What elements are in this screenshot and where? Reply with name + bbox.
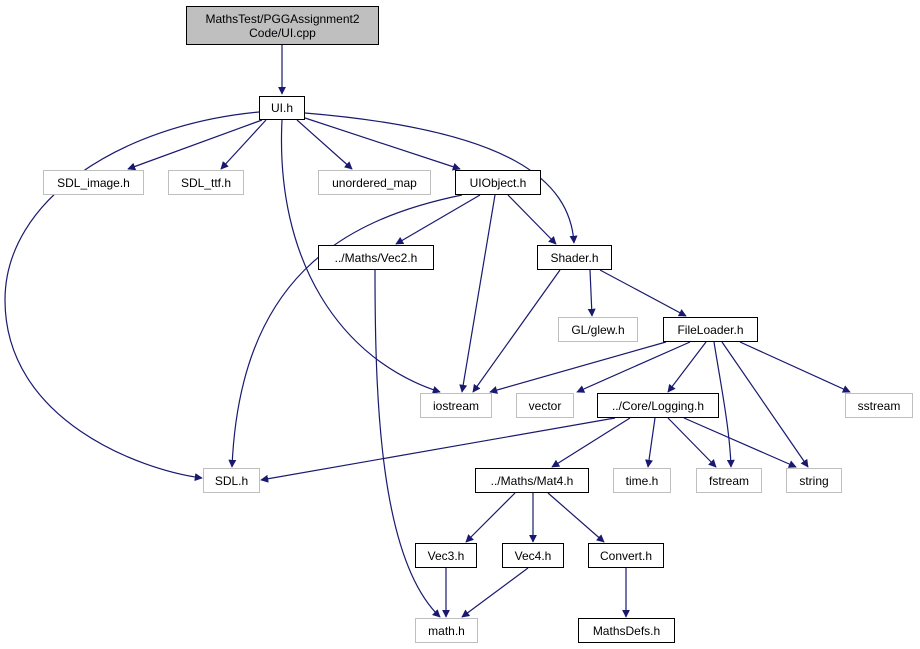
edge-mat4-h-to-vec3-h — [465, 492, 516, 543]
edge-logging-h-to-string — [683, 417, 797, 468]
edge-ui-h-to-sdl-h — [4, 111, 260, 482]
node-ui-h[interactable]: UI.h — [259, 96, 305, 120]
node-sdl-image: SDL_image.h — [43, 170, 144, 195]
edge-vec2-h-to-math-h — [374, 269, 441, 618]
node-sdl-h: SDL.h — [203, 468, 260, 493]
edge-shader-h-to-glew-h — [587, 269, 596, 317]
edge-fileloader-h-to-fstream — [713, 341, 735, 468]
node-vector: vector — [516, 393, 574, 418]
edge-ui-h-to-sdl-image — [127, 119, 263, 171]
edge-logging-h-to-sdl-h — [260, 417, 616, 483]
edge-mat4-h-to-convert-h — [547, 492, 605, 543]
node-sstream: sstream — [845, 393, 913, 418]
node-sdl-ttf: SDL_ttf.h — [168, 170, 244, 195]
edge-ui-h-to-unordered-map — [296, 119, 353, 170]
node-iostream: iostream — [420, 393, 492, 418]
edge-ui-h-to-sdl-ttf — [220, 119, 267, 170]
node-mathsdefs-h[interactable]: MathsDefs.h — [578, 618, 675, 643]
node-fileloader-h[interactable]: FileLoader.h — [663, 317, 758, 342]
edge-fileloader-h-to-iostream — [489, 341, 667, 394]
node-uiobject-h[interactable]: UIObject.h — [455, 170, 541, 195]
node-glew-h: GL/glew.h — [558, 317, 638, 342]
node-mat4-h[interactable]: ../Maths/Mat4.h — [475, 468, 589, 493]
edge-fileloader-h-to-string — [721, 341, 809, 468]
node-time-h: time.h — [613, 468, 671, 493]
edge-uiobject-h-to-shader-h — [507, 194, 557, 245]
node-convert-h[interactable]: Convert.h — [588, 543, 664, 568]
edge-vec4-h-to-math-h — [461, 567, 529, 618]
node-unordered-map: unordered_map — [318, 170, 431, 195]
node-root-file[interactable]: MathsTest/PGGAssignment2 Code/UI.cpp — [186, 6, 379, 45]
edge-ui-h-to-uiobject-h — [304, 117, 461, 171]
node-vec4-h[interactable]: Vec4.h — [502, 543, 564, 568]
edge-shader-h-to-fileloader-h — [599, 269, 687, 317]
root-label-line2: Code/UI.cpp — [249, 25, 316, 40]
node-vec2-h[interactable]: ../Maths/Vec2.h — [318, 245, 434, 270]
edge-uiobject-h-to-sdl-h — [228, 194, 463, 468]
node-math-h: math.h — [415, 618, 478, 643]
edge-fileloader-h-to-sstream — [739, 341, 851, 393]
edge-logging-h-to-mat4-h — [551, 417, 631, 468]
edge-shader-h-to-iostream — [472, 269, 561, 393]
edge-logging-h-to-time-h — [645, 417, 656, 468]
edge-logging-h-to-fstream — [667, 417, 717, 468]
node-string: string — [786, 468, 842, 493]
node-logging-h[interactable]: ../Core/Logging.h — [597, 393, 719, 418]
edge-uiobject-h-to-vec2-h — [395, 194, 481, 245]
node-fstream: fstream — [696, 468, 762, 493]
node-vec3-h[interactable]: Vec3.h — [415, 543, 477, 568]
edge-uiobject-h-to-iostream — [459, 194, 496, 393]
edge-fileloader-h-to-logging-h — [667, 341, 707, 393]
edge-fileloader-h-to-vector — [576, 341, 691, 393]
root-label-line1: MathsTest/PGGAssignment2 — [205, 11, 360, 26]
edge-ui-h-to-shader-h — [304, 112, 578, 244]
node-shader-h[interactable]: Shader.h — [537, 245, 612, 270]
edge-ui-h-to-iostream — [280, 119, 441, 394]
